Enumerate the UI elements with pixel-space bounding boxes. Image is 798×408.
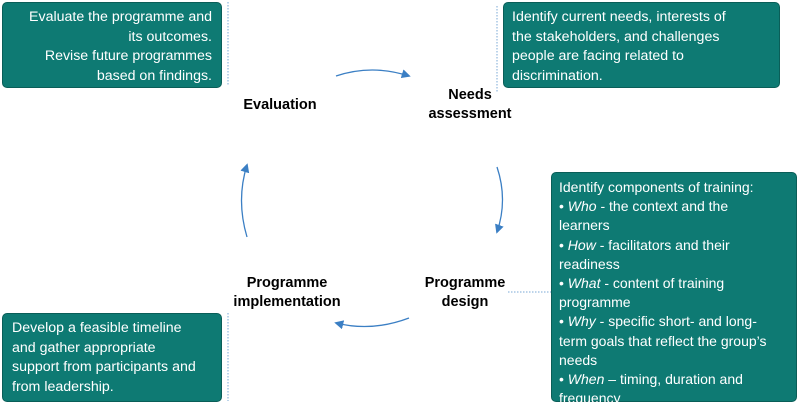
stage-label-line: Programme — [424, 275, 506, 291]
arrow-design-to-impl — [334, 317, 410, 330]
evaluation-box-line: based on findings. — [96, 67, 212, 84]
implementation-box-line: and gather appropriate — [12, 339, 156, 356]
stage-programme-design: Programme design — [405, 274, 525, 312]
design-item-what: • What - content of training — [559, 275, 725, 292]
needs-box-line: discrimination. — [512, 67, 603, 84]
design-box-heading: Identify components of training: — [559, 179, 754, 195]
design-item-text: – timing, duration and — [604, 371, 743, 388]
needs-box-line: Identify current needs, interests of — [512, 9, 726, 25]
stage-label-line: implementation — [233, 294, 341, 310]
design-item-text: frequency — [559, 390, 621, 407]
design-box: Identify components of training: • Who -… — [551, 172, 797, 406]
design-item-text: needs — [559, 351, 598, 368]
design-item-key: What — [567, 275, 601, 292]
stage-programme-implementation: Programme implementation — [212, 274, 362, 312]
stage-label-line: design — [441, 294, 489, 310]
design-item-text: term goals that reflect the group’s — [559, 332, 767, 349]
design-item-text: learners — [559, 217, 610, 234]
design-item-who: • Who - the context and the — [559, 198, 729, 215]
design-item-key: When — [567, 371, 605, 388]
needs-box-line: the stakeholders, and challenges — [512, 28, 720, 45]
stage-label-line: Needs — [448, 87, 492, 103]
design-item-key: Who — [567, 198, 597, 215]
evaluation-box-line: Revise future programmes — [44, 48, 212, 64]
arrow-eval-to-needs — [335, 69, 411, 79]
design-item-text: readiness — [559, 255, 620, 272]
arrow-needs-to-design — [495, 166, 504, 234]
design-item-how: • How - facilitators and their — [559, 236, 730, 253]
design-item-text: - facilitators and their — [595, 236, 730, 253]
stage-label-line: assessment — [428, 106, 512, 122]
design-item-key: Why — [567, 313, 596, 330]
stage-evaluation-label: Evaluation — [243, 97, 317, 113]
stage-label-line: Programme — [246, 275, 328, 291]
design-item-when: • When – timing, duration and — [559, 371, 743, 388]
implementation-box: Develop a feasible timeline and gather a… — [2, 313, 222, 402]
implementation-box-line: from leadership. — [12, 378, 114, 395]
needs-box-line: people are facing related to — [512, 48, 684, 64]
design-item-key: How — [567, 236, 596, 253]
design-item-text: - specific short- and long- — [595, 313, 757, 330]
stage-needs-assessment: Needs assessment — [410, 86, 530, 124]
evaluation-box-line: its outcomes. — [128, 28, 212, 45]
arrow-impl-to-eval — [240, 163, 250, 238]
stage-evaluation: Evaluation — [220, 96, 340, 115]
implementation-box-line: Develop a feasible timeline — [12, 320, 182, 336]
design-item-text: - the context and the — [596, 198, 729, 215]
implementation-box-line: support from participants and — [12, 359, 196, 375]
evaluation-box-line: Evaluate the programme and — [29, 9, 212, 25]
needs-box: Identify current needs, interests of the… — [503, 2, 780, 88]
design-item-why: • Why - specific short- and long- — [559, 313, 757, 330]
evaluation-box: Evaluate the programme and its outcomes.… — [2, 2, 222, 88]
design-item-text: programme — [559, 294, 631, 311]
design-item-text: - content of training — [600, 275, 725, 292]
